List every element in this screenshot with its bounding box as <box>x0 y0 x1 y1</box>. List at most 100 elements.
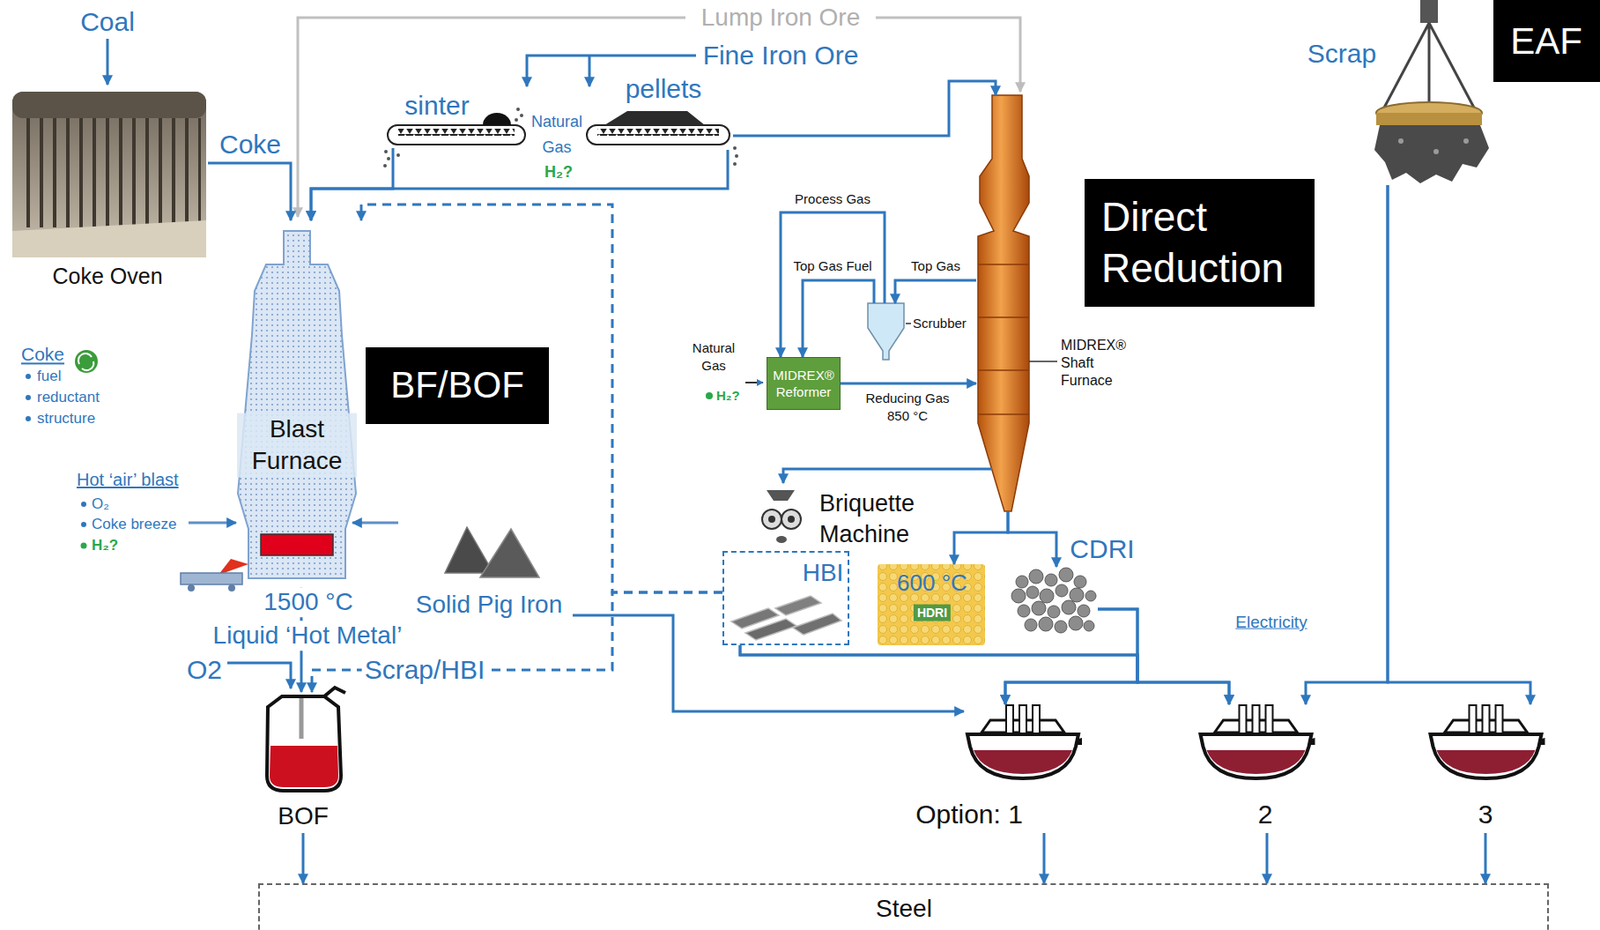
pellet <box>734 154 739 158</box>
pellet <box>733 162 737 166</box>
bullet <box>25 415 31 422</box>
note-label: Natural Gas <box>525 109 589 161</box>
flow-arrow <box>572 614 964 712</box>
cdri-pellets <box>1011 567 1097 633</box>
note-label: Electricity <box>1235 612 1307 633</box>
bof-vessel: BOF <box>257 691 349 833</box>
flow-arrow <box>802 280 875 357</box>
shaft-ring <box>977 264 1030 415</box>
granule <box>386 156 391 161</box>
flow-arrow <box>1305 185 1388 704</box>
scrap-bit <box>1398 138 1404 144</box>
route-label: Direct Reduction <box>1084 178 1315 307</box>
hdri-pellets <box>877 563 986 645</box>
photo-ground <box>12 91 207 258</box>
roller <box>781 509 801 529</box>
node-text: 600 °C <box>896 569 968 597</box>
note-label: H₂? <box>716 387 741 404</box>
shaft-body <box>977 95 1030 512</box>
node-text: 3 <box>1478 798 1494 830</box>
pellet-plant: pellets <box>581 74 734 150</box>
pellet <box>1039 588 1054 603</box>
pellet <box>1024 618 1038 631</box>
pellet <box>1077 604 1090 617</box>
note-label: Coke breeze <box>91 515 177 534</box>
note-label: reductant <box>37 388 100 407</box>
reformer-box: MIDREX® Reformer <box>766 356 841 410</box>
flow-arrow <box>740 644 1230 704</box>
hbi-box: HBI <box>722 550 850 645</box>
flow-arrow <box>1387 185 1531 704</box>
edge-label: Process Gas <box>792 191 874 208</box>
pellet <box>1044 573 1058 586</box>
node-text: HBI <box>802 557 845 588</box>
pellet <box>1047 605 1060 618</box>
leader-line <box>905 322 912 325</box>
flow-arrow <box>1007 511 1057 567</box>
magnet-side <box>1376 112 1482 126</box>
eaf-furnace: Option: 1 <box>963 703 1082 833</box>
flow-arrow <box>1266 832 1269 883</box>
flow-arrow <box>783 468 977 483</box>
recycle-icon <box>74 349 98 373</box>
bullet <box>81 542 88 549</box>
hdri-product: 600 °C HDRI <box>877 563 986 645</box>
node-text: Briquette Machine <box>819 488 930 550</box>
steel-bath <box>269 745 339 787</box>
roller-hub <box>787 515 795 523</box>
node-text: Scrap <box>1307 37 1377 70</box>
bof-vessel-drawing <box>266 687 346 791</box>
pig-iron-ingots <box>444 526 540 578</box>
bullet <box>81 521 87 527</box>
blast-arrow <box>352 521 399 525</box>
flow-arrow <box>361 204 723 593</box>
pellet <box>733 146 737 150</box>
note-label: O2 <box>186 653 223 686</box>
belt <box>586 125 730 145</box>
note-label: H₂? <box>544 162 573 183</box>
blast-furnace-drawing <box>180 230 356 592</box>
node-text: Solid Pig Iron <box>415 589 563 620</box>
briquette <box>775 595 822 615</box>
oxygen-arrow <box>227 662 291 689</box>
bullet <box>25 394 31 400</box>
flow-arrow <box>1484 832 1488 883</box>
flow-arrow <box>1005 608 1138 704</box>
pellet <box>1029 569 1044 584</box>
granule <box>396 153 400 157</box>
note-label: Coal <box>80 6 135 38</box>
pig-iron: Solid Pig Iron <box>407 509 573 624</box>
vessel-lip <box>324 687 346 697</box>
granule <box>384 149 388 154</box>
eaf-symbol <box>1200 704 1316 778</box>
flow-arrow <box>207 162 291 221</box>
node-text: Scrubber <box>912 315 967 332</box>
node-text: 2 <box>1258 798 1274 830</box>
node-text: MIDREX® Shaft Furnace <box>1060 336 1132 390</box>
chain <box>1383 22 1475 110</box>
flow-arrow <box>1043 832 1046 883</box>
oxygen-lance <box>299 697 304 739</box>
flow-arrow <box>780 212 885 357</box>
scrap-magnet: Scrap <box>1288 17 1500 186</box>
scrap-load <box>1374 125 1489 184</box>
note-label: Coke <box>21 342 65 365</box>
note-label: Natural Gas <box>686 339 741 374</box>
grate <box>597 128 719 136</box>
edge-label: Top Gas Fuel <box>790 258 875 275</box>
eaf-furnace: 2 <box>1195 703 1317 833</box>
wheel <box>187 584 195 592</box>
pellet <box>1031 600 1046 615</box>
node-text: BOF <box>277 800 329 831</box>
node-text: HDRI <box>913 604 951 622</box>
note-label: fuel <box>37 367 61 386</box>
node-text: Blast Furnace <box>237 413 357 478</box>
roller <box>762 509 782 529</box>
briquette-machine: Briquette Machine <box>757 482 933 557</box>
edge-label: Liquid ‘Hot Metal’ <box>210 620 406 651</box>
note-label: 850 °C <box>887 407 928 424</box>
scrap-bit <box>1433 148 1439 155</box>
pellet-pile <box>604 111 705 126</box>
coke-oven-photo <box>12 91 207 258</box>
